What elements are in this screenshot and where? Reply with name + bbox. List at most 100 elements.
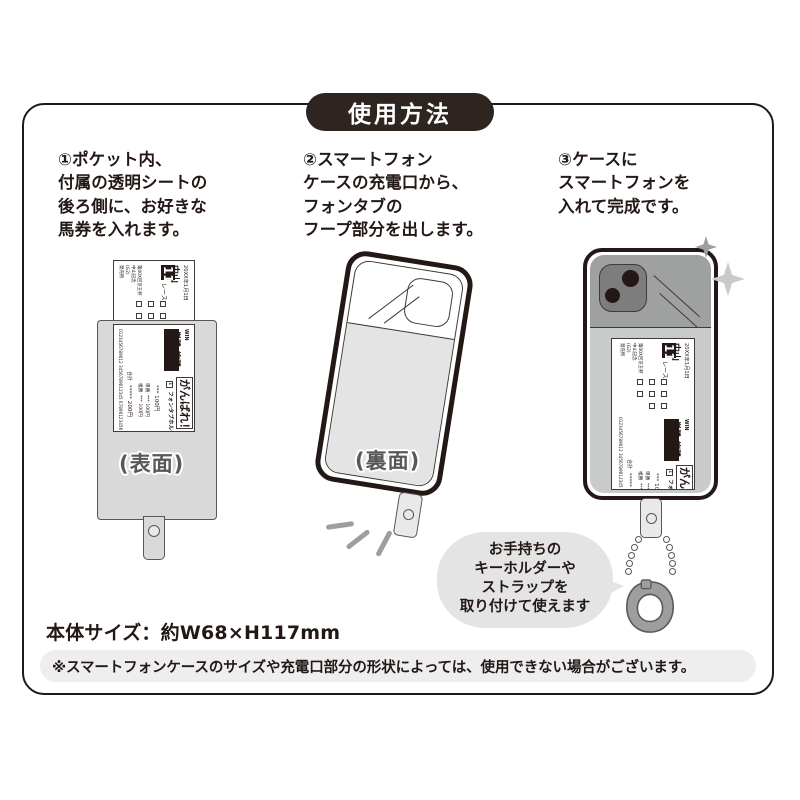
sparkle-icon-large [711, 262, 745, 296]
ticket-grid-cell [148, 313, 154, 319]
ticket-meta-4: 発売所 [118, 265, 123, 279]
assembled-case: 20XX年1月1日 中山 11 レース 第00X回京王杯 中山記念 (G2) 発… [583, 248, 718, 500]
ticket-slogan-box [176, 377, 193, 429]
ticket-amount-main: *** 100円 [153, 385, 159, 412]
ticket-barcode-digits: 0123456789012 3456789012345 678901234567… [618, 417, 623, 490]
step-2-illustration: (裏面) [312, 245, 490, 558]
phone-tab-hole [646, 513, 657, 524]
ticket-amount-main: *** 100円 [653, 473, 659, 490]
ticket-slogan: がんばれ！ [678, 467, 691, 489]
ticket-grid-cell [661, 379, 667, 385]
front-side-label: (表面) [119, 452, 185, 476]
ticket-total-label: 合計 [626, 459, 632, 470]
step-3-illustration: 20XX年1月1日 中山 11 レース 第00X回京王杯 中山記念 (G2) 発… [583, 236, 745, 638]
ticket-row-label-1: 単勝 [644, 471, 649, 481]
ticket-row-amount-2: *** 100円 [137, 395, 142, 417]
ticket-slogan-box [676, 465, 693, 489]
ticket-product-name: フォンタブホルダー [167, 391, 173, 432]
chain-bead [663, 536, 670, 543]
ticket-row-amount-1: *** 100円 [144, 395, 149, 417]
horseshoe-charm-icon [626, 579, 674, 633]
ticket-meta-3: (G2) [124, 265, 129, 275]
section-title-banner: 使用方法 [306, 93, 494, 131]
ticket-date: 20XX年1月1日 [182, 265, 188, 301]
ticket-total-label: 合計 [126, 371, 132, 382]
case-upper-panel [590, 255, 711, 328]
phone-tab [640, 498, 662, 538]
chain-bead [631, 544, 638, 551]
ticket-grid-cell [160, 313, 166, 319]
ticket-row-label-2: 複勝 [137, 383, 142, 393]
ticket-grid-cell [148, 301, 154, 307]
ticket-grid-cell [661, 391, 667, 397]
ticket-black-band [664, 419, 679, 461]
ticket-in-case: 20XX年1月1日 中山 11 レース 第00X回京王杯 中山記念 (G2) 発… [611, 338, 695, 490]
chain-bead [626, 560, 633, 567]
ticket-total-amount: ***** 200円 [126, 385, 132, 418]
product-size-text: 本体サイズ：約W68×H117mm [46, 622, 341, 644]
step-3-caption: ③ケースに スマートフォンを 入れて完成です。 [558, 150, 691, 216]
ticket-win-label: WIN [683, 419, 689, 431]
ticket-grid-cell [637, 379, 643, 385]
ticket-black-band [164, 329, 179, 371]
ticket-grid-cell [136, 313, 142, 319]
ticket-win-label: WIN [183, 329, 189, 341]
ticket-row-label-2: 複勝 [637, 471, 642, 481]
camera-module [599, 264, 647, 312]
motion-line [325, 521, 355, 530]
ticket-grid-cell [649, 379, 655, 385]
chain-bead [669, 560, 676, 567]
sparkle-icon-small [695, 236, 717, 258]
chain-bead [635, 536, 642, 543]
ticket-barcode-digits: 0123456789012 3456789012345 678901234567… [118, 329, 123, 432]
ticket-slogan: がんばれ！ [178, 379, 191, 432]
ticket-race-number-box [662, 343, 676, 358]
section-title-text: 使用方法 [348, 102, 452, 128]
ticket-horse-number: 1 [667, 470, 673, 474]
chain-bead [668, 552, 675, 559]
step-1-illustration: 20XX年1月1日 中山 11 レース 第00X回京王杯 中山記念 (G2) 発… [95, 252, 245, 560]
ticket-grid-cell [649, 403, 655, 409]
ticket-grid-cell [649, 391, 655, 397]
ticket-grid-cell [136, 301, 142, 307]
back-side-label: (裏面) [355, 449, 421, 473]
ticket-meta-1: 第00X回京王杯 [637, 343, 642, 374]
phone-tab-hole [402, 508, 415, 521]
disclaimer-text: ※スマートフォンケースのサイズや充電口部分の形状によっては、使用できない場合がご… [52, 659, 696, 676]
chain-bead [666, 544, 673, 551]
ticket-horse-number-box [666, 469, 673, 476]
disclaimer-bar: ※スマートフォンケースのサイズや充電口部分の形状によっては、使用できない場合がご… [40, 650, 756, 682]
ticket-race-label: レース [160, 283, 167, 301]
camera-lens [622, 270, 639, 287]
ticket-row-amount-1: *** 100円 [643, 483, 649, 489]
ticket-lower: WIN 単勝 複勝 がんばれ！ 1 フォンタブホルダー *** 100円 単勝 … [113, 324, 195, 432]
ticket-race-number: 11 [161, 266, 175, 283]
ticket-product-name: フォンタブホルダー [666, 479, 673, 489]
ticket-row-label-1: 単勝 [144, 383, 149, 393]
ticket-race-label: レース [661, 361, 668, 379]
ticket-grid-cell [637, 391, 643, 397]
phone-tab [392, 491, 424, 539]
phone-tab-stem [143, 516, 165, 560]
ticket-grid-cell [661, 403, 667, 409]
ticket-meta-2: 中山記念 [631, 343, 636, 361]
ticket-meta-2: 中山記念 [130, 265, 135, 283]
chain-bead [628, 552, 635, 559]
ticket-meta-1: 第00X回京王杯 [136, 265, 141, 296]
chain-bead [625, 568, 632, 575]
ticket-race-number: 11 [662, 344, 676, 361]
step-2-caption: ②スマートフォン ケースの充電口から、 フォンタブの フープ部分を出します。 [303, 150, 483, 240]
ticket-date: 20XX年1月1日 [683, 343, 689, 379]
callout-balloon-text: お手持ちの キーホルダーや ストラップを 取り付けて使えます [459, 542, 591, 616]
chain-bead [669, 568, 676, 575]
ticket-meta-4: 発売所 [619, 343, 624, 357]
glare-line [653, 275, 701, 318]
ticket-row-amount-2: *** 100円 [636, 483, 642, 489]
step-1-caption: ①ポケット内、 付属の透明シートの 後ろ側に、お好きな 馬券を入れます。 [58, 150, 208, 240]
ticket-horse-number: 1 [167, 382, 173, 386]
camera-lens [605, 288, 620, 303]
phone-tab-hole [148, 525, 160, 537]
ticket-total-amount: ***** 200円 [626, 473, 632, 490]
ticket-grid-cell [160, 301, 166, 307]
ticket-meta-3: (G2) [625, 343, 630, 353]
